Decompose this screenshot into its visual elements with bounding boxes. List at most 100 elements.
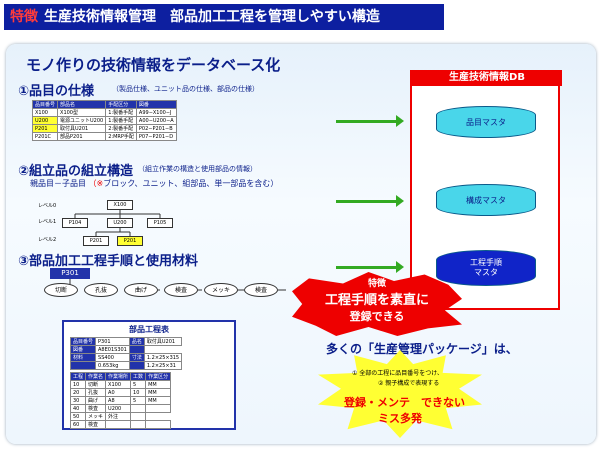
item-spec-cell: 部品P201 — [57, 132, 107, 141]
sheet-header-cell: 材料 — [69, 353, 97, 362]
title-text: 生産技術情報管理 部品加工工程を管理しやすい構造 — [44, 9, 380, 25]
section1-note: （製品仕様、ユニット品の仕様、部品の仕様） — [112, 85, 259, 93]
part-box: P301 — [50, 268, 90, 279]
sheet-steps-cell: 5 — [130, 380, 147, 389]
burst-tag: 特徴 — [367, 279, 386, 289]
sheet-steps-cell: U200 — [105, 404, 132, 413]
sheet-header-cell: 1.2×25×31 — [143, 361, 183, 370]
sheet-header-cell: 品名 — [128, 337, 145, 346]
db-title: 生産技術情報DB — [412, 70, 562, 86]
sheet-steps-cell — [130, 404, 147, 413]
title-bar: 特徴生産技術情報管理 部品加工工程を管理しやすい構造 — [4, 4, 444, 30]
parent-child-label: 親品目－子品目 — [30, 179, 86, 188]
page-heading: モノ作りの技術情報をデータベース化 — [26, 56, 281, 74]
sheet-steps-cell: 30 — [69, 396, 87, 405]
sheet-steps-cell: 50 — [69, 412, 87, 421]
sheet-header-cell: SS400 — [95, 353, 130, 362]
sheet-steps-cell: 5 — [130, 396, 147, 405]
section1-label: ①品目の仕様 — [18, 84, 95, 99]
item-master-db: 品目マスタ — [436, 106, 536, 138]
flow-step-inspect: 検査 — [164, 283, 198, 297]
flow-step-cut: 切断 — [44, 283, 78, 297]
level-2-label: レベル2 — [38, 237, 57, 243]
sheet-header-cell — [69, 361, 97, 370]
routing-master-line1: 工程手順 — [470, 258, 502, 267]
sheet-header-cell: 図番 — [69, 345, 97, 354]
package-text: 多くの「生産管理パッケージ」は、 — [326, 342, 518, 356]
title-tag: 特徴 — [10, 9, 38, 25]
burst-line2: 登録できる — [349, 310, 405, 323]
flow-step-punch: 孔抜 — [84, 283, 118, 297]
sheet-steps-cell: 切断 — [85, 380, 107, 389]
tree-node-p201: P201 — [83, 236, 109, 246]
tree-node-p105: P105 — [147, 218, 173, 228]
sheet-steps-cell: MM — [145, 396, 172, 405]
burst-line1: 工程手順を素直に — [324, 293, 429, 308]
sheet-header-cell: P301 — [95, 337, 130, 346]
sheet-steps-cell: 作業場所 — [105, 372, 132, 381]
sheet-header-cell: 品目番号 — [69, 337, 97, 346]
routing-master-line2: マスタ — [474, 268, 498, 277]
yellow-note1: ① 全部の工程に品目番号をつけ、 — [352, 370, 443, 377]
sheet-steps-cell — [145, 420, 172, 429]
sheet-header-cell: 0.653kg — [95, 361, 130, 370]
sheet-steps-cell: MM — [145, 380, 172, 389]
sheet-header-row: 0.653kg 1.2×25×31 — [69, 361, 183, 370]
flow-step-inspect-final: 検査 — [244, 283, 278, 297]
sheet-steps-cell: 外注 — [105, 412, 132, 421]
arrow-structure-master — [336, 195, 404, 207]
flow-step-bend: 曲げ — [124, 283, 158, 297]
sheet-steps-cell: 孔抜 — [85, 388, 107, 397]
arrow-routing-master — [336, 261, 404, 273]
tree-node-p104: P104 — [62, 218, 88, 228]
sheet-steps-row: 工程作業名作業場所工数作業区分 — [69, 372, 172, 381]
yellow-note2: ② 親子構成で表現する — [378, 380, 440, 387]
feature-burst: 特徴 工程手順を素直に 登録できる — [292, 272, 462, 336]
process-sheet-title: 部品工程表 — [129, 325, 169, 334]
sheet-steps-cell: A8 — [105, 396, 132, 405]
sheet-steps-cell: X100 — [105, 380, 132, 389]
structure-master-db: 構成マスタ — [436, 184, 536, 216]
sheet-steps-cell: A0 — [105, 388, 132, 397]
sheet-steps-cell: MM — [145, 388, 172, 397]
yellow-big2: ミス多発 — [378, 412, 422, 425]
sheet-steps-cell: 作業区分 — [145, 372, 172, 381]
level-0-label: レベル0 — [38, 203, 57, 209]
section2-label: ②組立品の組立構造 — [18, 164, 134, 179]
section2-note: （組立作業の構造と使用部品の情報） — [138, 165, 257, 173]
sheet-steps-cell — [105, 420, 132, 429]
level-1-label: レベル1 — [38, 219, 57, 225]
flow-step-plating: メッキ — [204, 283, 238, 297]
tree-node-x100: X100 — [107, 200, 133, 210]
sheet-steps-cell: 検査 — [85, 404, 107, 413]
sheet-header-cell — [128, 345, 145, 354]
sheet-steps-cell: 工程 — [69, 372, 87, 381]
sheet-steps-cell: 作業名 — [85, 372, 107, 381]
sheet-header-cell: 寸法 — [128, 353, 145, 362]
sheet-steps-cell: 20 — [69, 388, 87, 397]
section3-label: ③部品加工工程手順と使用材料 — [18, 254, 199, 269]
arrow-item-master — [336, 115, 404, 127]
sheet-steps-cell: 10 — [69, 380, 87, 389]
item-spec-cell: P07−P201−D — [135, 132, 177, 141]
tree-node-u200: U200 — [107, 218, 133, 228]
sheet-header-cell: 1.2×25×315 — [143, 353, 183, 362]
sheet-steps-cell — [145, 404, 172, 413]
sheet-steps-cell: 10 — [130, 388, 147, 397]
section2-line: 親品目－子品目 （※ブロック、ユニット、組部品、単一部品を含む） — [30, 178, 278, 189]
